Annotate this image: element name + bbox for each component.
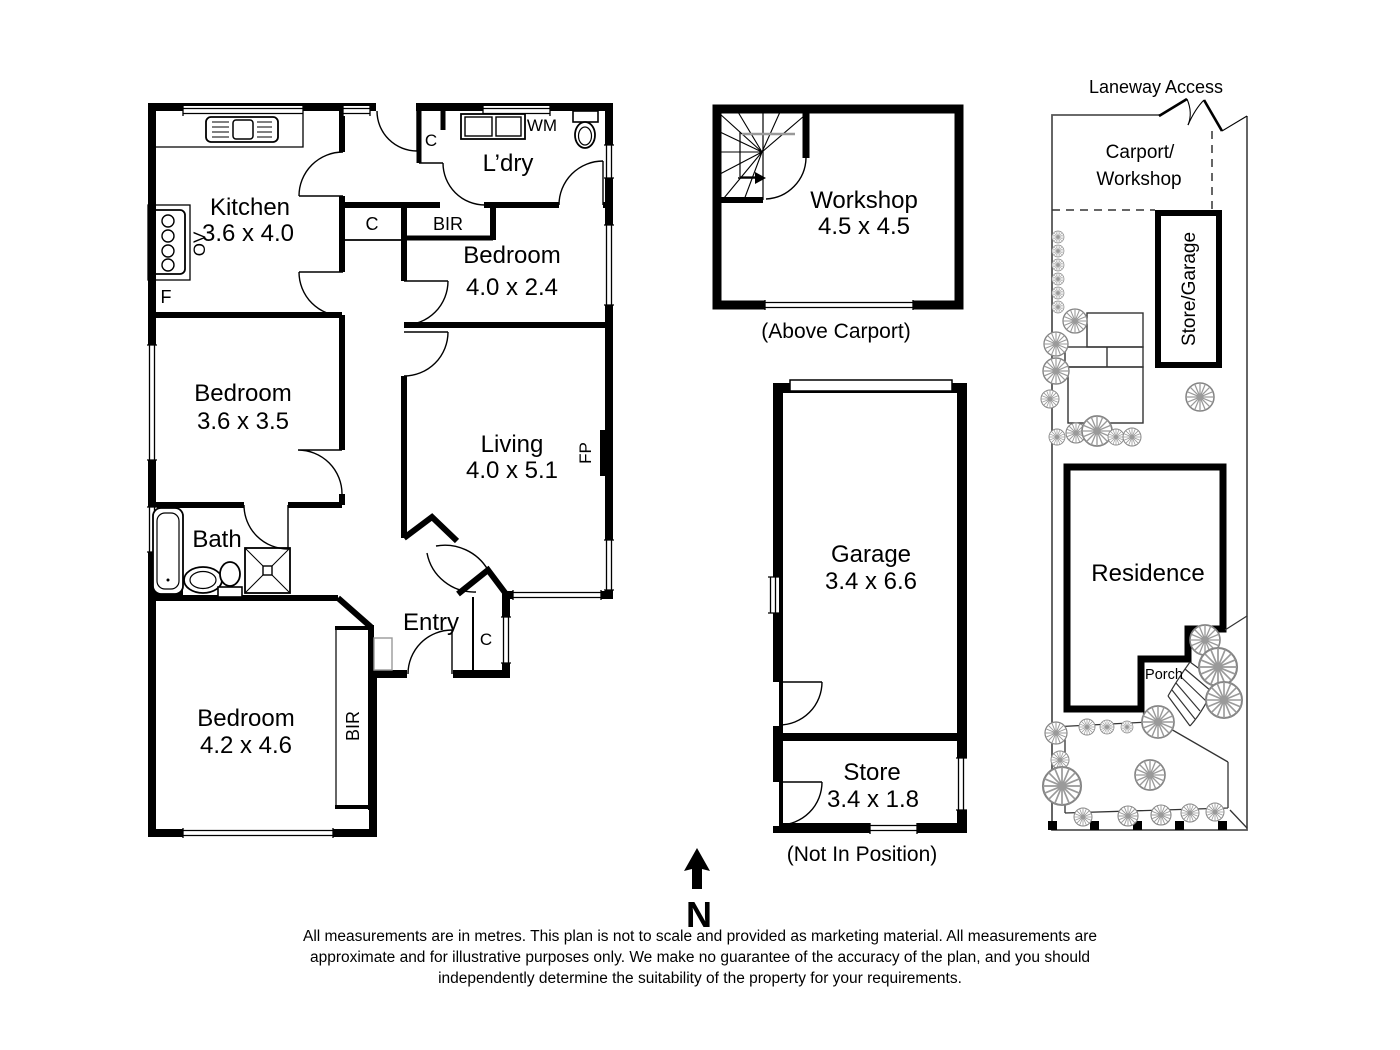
laneway-access-label: Laneway Access: [1089, 77, 1223, 97]
porch-label: Porch: [1145, 667, 1183, 683]
garage-store-plan: Garage 3.4 x 6.6 Store 3.4 x 1.8 (Not In…: [767, 379, 967, 866]
house-doors: [243, 110, 604, 675]
shower: [244, 547, 291, 594]
bedroom-middle-dims: 3.6 x 3.5: [197, 408, 289, 435]
workshop-label: Workshop: [810, 187, 918, 214]
workshop-window: [764, 300, 914, 310]
workshop-dims: 4.5 x 4.5: [818, 213, 910, 240]
laundry-closet-label: C: [425, 131, 437, 150]
site-store-garage-box: [1155, 210, 1222, 368]
north-label: N: [686, 894, 712, 935]
main-house: Kitchen 3.6 x 4.0 L’dry WM C C BIR Bedro…: [147, 102, 614, 838]
residence-label: Residence: [1091, 560, 1204, 587]
laundry-label: L’dry: [483, 150, 534, 177]
entry-closet-label: C: [480, 630, 492, 649]
garage-doors: [778, 681, 823, 826]
carport-label-line2: Workshop: [1096, 169, 1181, 190]
garage-dims: 3.4 x 6.6: [825, 568, 917, 595]
bedroom-front-dims: 4.2 x 4.6: [200, 732, 292, 759]
kitchen-sink: [205, 116, 279, 143]
kitchen-label: Kitchen: [210, 194, 290, 221]
oven-label: OV: [190, 231, 209, 256]
stove-oven: [147, 204, 191, 281]
garage-windows: [768, 576, 967, 834]
garage-door-panel: [789, 379, 953, 392]
store-dims: 3.4 x 1.8: [827, 786, 919, 813]
kitchen-dims: 3.6 x 4.0: [202, 220, 294, 247]
bedroom-front-label: Bedroom: [197, 705, 294, 732]
site-plan: Laneway Access Carport/ Workshop Store/G…: [1040, 77, 1248, 831]
disclaimer-line-3: independently determine the suitability …: [438, 970, 962, 987]
bath-toilet: [217, 561, 243, 598]
fireplace-label: FP: [576, 442, 595, 464]
workshop-note: (Above Carport): [761, 320, 910, 343]
fridge-label: F: [161, 287, 172, 307]
store-label: Store: [843, 759, 900, 786]
north-arrow-glyph: [684, 848, 710, 889]
carport-dashed-outline: [1052, 131, 1213, 211]
laundry-toilet: [572, 110, 599, 149]
bathtub: [152, 507, 184, 595]
fence-posts: [1048, 821, 1227, 830]
laneway-gate: [1158, 97, 1248, 132]
living-label: Living: [481, 431, 544, 458]
disclaimer-line-2: approximate and for illustrative purpose…: [309, 949, 1091, 966]
store-note: (Not In Position): [787, 843, 938, 866]
disclaimer-line-1: All measurements are in metres. This pla…: [302, 928, 1098, 945]
residence-boundary-tie: [1224, 615, 1248, 631]
hall-closet-label: C: [366, 214, 379, 234]
workshop-plan: Workshop 4.5 x 4.5 (Above Carport): [712, 104, 964, 343]
bedroom-rear-label: Bedroom: [463, 242, 560, 269]
site-residence-outline: [1063, 463, 1227, 713]
north-arrow: N: [684, 848, 712, 935]
bedroom-middle-label: Bedroom: [194, 380, 291, 407]
garage-label: Garage: [831, 541, 911, 568]
bath-basin: [183, 566, 223, 594]
disclaimer-text: All measurements are in metres. This pla…: [0, 926, 1400, 989]
hall-robe-label: BIR: [433, 214, 463, 234]
entry-step: [373, 637, 393, 671]
living-dims: 4.0 x 5.1: [466, 457, 558, 484]
house-door-openings: [376, 102, 453, 680]
bedroom-rear-dims: 4.0 x 2.4: [466, 274, 558, 301]
fireplace-box: [600, 430, 613, 476]
bedroom-front-robe-label: BIR: [343, 711, 363, 741]
entry-label: Entry: [403, 609, 459, 636]
washing-machine-label: WM: [527, 116, 557, 135]
bath-label: Bath: [192, 526, 241, 553]
store-garage-label: Store/Garage: [1179, 232, 1200, 346]
washing-machine: [460, 113, 526, 140]
carport-label-line1: Carport/: [1106, 142, 1175, 163]
workshop-stairs: [715, 110, 810, 203]
kitchen-bench: [156, 116, 304, 148]
